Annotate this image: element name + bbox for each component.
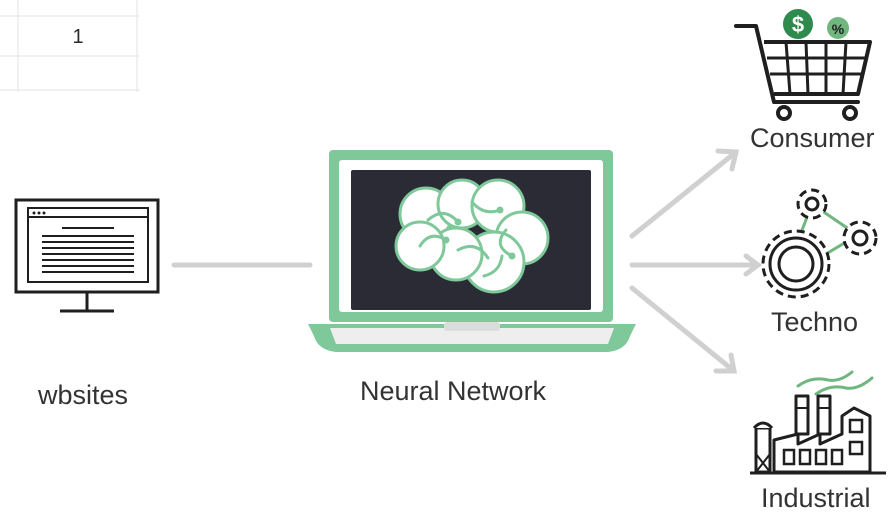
industrial-label: Industrial [761, 483, 871, 513]
dollar-badge [783, 9, 813, 39]
arrow-to-consumer [629, 149, 739, 239]
consumer-label: Consumer [750, 123, 875, 153]
arrow-to-industrial [629, 285, 737, 374]
cell-value: 1 [72, 26, 84, 48]
website-monitor-icon [14, 198, 160, 313]
shopping-cart-icon: $ % [734, 9, 872, 121]
websites-label: wbsites [38, 380, 129, 410]
neural-network-label: Neural Network [360, 376, 547, 406]
percent-badge [827, 17, 849, 39]
spreadsheet-fragment [0, 0, 140, 92]
techno-label: Techno [771, 307, 859, 337]
factory-icon [750, 370, 886, 475]
svg-text:%: % [832, 21, 845, 37]
svg-text:$: $ [792, 12, 804, 37]
gears-icon [761, 188, 878, 299]
neural-network-laptop-icon [308, 150, 636, 352]
